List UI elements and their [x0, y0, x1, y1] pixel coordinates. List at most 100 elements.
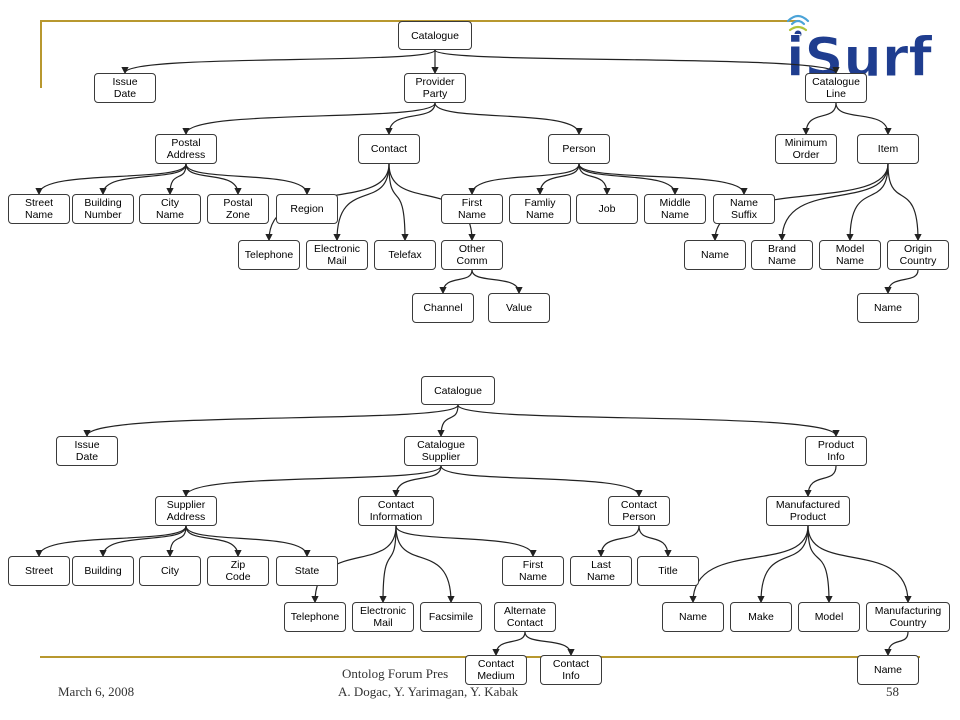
- node-country-name-2: Name: [857, 655, 919, 685]
- node-postal-zone: Postal Zone: [207, 194, 269, 224]
- node-title: Title: [637, 556, 699, 586]
- connector-node-item-to-node-origin-country: [887, 163, 922, 242]
- connector-node-postal-address-to-node-city-name: [166, 163, 187, 196]
- connector-node-person-to-node-middle-name: [578, 163, 679, 196]
- node-city: City: [139, 556, 201, 586]
- node-issue-date: Issue Date: [94, 73, 156, 103]
- node-building: Building: [72, 556, 134, 586]
- node-minimum-order: Minimum Order: [775, 134, 837, 164]
- footer-date: March 6, 2008: [58, 684, 135, 699]
- node-channel: Channel: [412, 293, 474, 323]
- connector-node-catalogue-supplier-to-node-supplier-address: [182, 465, 442, 498]
- connector-node-supplier-address-to-node-state: [185, 525, 311, 558]
- node-value: Value: [488, 293, 550, 323]
- node-last-name: Last Name: [570, 556, 632, 586]
- connector-node-catalogue-to-node-catalogue-line: [434, 49, 840, 75]
- frame-left-line: [40, 20, 42, 88]
- connector-node-other-comm-to-node-channel: [439, 269, 473, 295]
- connector-node-item-to-node-brand-name: [778, 163, 889, 242]
- node-family-name: Famliy Name: [509, 194, 571, 224]
- connector-node-contact-information-to-node-first-name-2: [395, 525, 537, 558]
- node-product-info: Product Info: [805, 436, 867, 466]
- connector-node-contact-information-to-node-electronic-mail-2: [379, 525, 397, 604]
- node-contact-info: Contact Info: [540, 655, 602, 685]
- connector-node-manufactured-product-to-node-manufacturing-country: [807, 525, 912, 604]
- connector-node-contact-person-to-node-title: [638, 525, 672, 558]
- connector-node-person-to-node-job: [578, 163, 611, 196]
- node-contact-person: Contact Person: [608, 496, 670, 526]
- node-street: Street: [8, 556, 70, 586]
- connector-node-contact-to-node-telefax: [388, 163, 409, 242]
- footer-title-line1: Ontolog Forum Pres: [342, 666, 449, 681]
- connector-node-catalogue-2-to-node-product-info: [457, 404, 840, 438]
- node-contact-information: Contact Information: [358, 496, 434, 526]
- node-facsimile: Facsimile: [420, 602, 482, 632]
- node-other-comm: Other Comm: [441, 240, 503, 270]
- connector-node-catalogue-2-to-node-issue-date-2: [83, 404, 459, 438]
- connector-node-postal-address-to-node-postal-zone: [185, 163, 242, 196]
- connector-node-person-to-node-name-suffix: [578, 163, 748, 196]
- node-model-name: Model Name: [819, 240, 881, 270]
- node-telephone: Telephone: [238, 240, 300, 270]
- connector-node-provider-party-to-node-person: [434, 102, 583, 136]
- node-telefax: Telefax: [374, 240, 436, 270]
- connector-node-catalogue-supplier-to-node-contact-person: [440, 465, 643, 498]
- node-catalogue: Catalogue: [398, 21, 472, 50]
- node-supplier-address: Supplier Address: [155, 496, 217, 526]
- node-manufactured-product: Manufactured Product: [766, 496, 850, 526]
- page-number: 58: [886, 684, 899, 699]
- connector-node-manufacturing-country-to-node-country-name-2: [884, 631, 909, 657]
- node-product-name: Name: [662, 602, 724, 632]
- node-alternate-contact: Alternate Contact: [494, 602, 556, 632]
- connector-node-origin-country-to-node-country-name: [884, 269, 919, 295]
- connector-node-contact-information-to-node-facsimile: [395, 525, 455, 604]
- node-catalogue-2: Catalogue: [421, 376, 495, 405]
- node-issue-date-2: Issue Date: [56, 436, 118, 466]
- connector-node-postal-address-to-node-region: [185, 163, 311, 196]
- connector-node-catalogue-line-to-node-minimum-order: [802, 102, 837, 136]
- node-contact-medium: Contact Medium: [465, 655, 527, 685]
- node-country-name: Name: [857, 293, 919, 323]
- node-person: Person: [548, 134, 610, 164]
- connector-node-supplier-address-to-node-street: [35, 525, 187, 558]
- node-brand-name: Brand Name: [751, 240, 813, 270]
- connector-node-postal-address-to-node-street-name: [35, 163, 187, 196]
- connector-node-provider-party-to-node-contact: [385, 102, 436, 136]
- connector-node-contact-person-to-node-last-name: [597, 525, 640, 558]
- connector-node-postal-address-to-node-building-number: [99, 163, 187, 196]
- connector-node-alternate-contact-to-node-contact-medium: [492, 631, 526, 657]
- node-catalogue-line: Catalogue Line: [805, 73, 867, 103]
- connector-node-item-to-node-model-name: [846, 163, 889, 242]
- node-first-name: First Name: [441, 194, 503, 224]
- node-middle-name: Middle Name: [644, 194, 706, 224]
- node-origin-country: Origin Country: [887, 240, 949, 270]
- node-model: Model: [798, 602, 860, 632]
- connector-node-person-to-node-family-name: [536, 163, 580, 196]
- node-item-name: Name: [684, 240, 746, 270]
- node-item: Item: [857, 134, 919, 164]
- connector-node-catalogue-2-to-node-catalogue-supplier: [437, 404, 459, 438]
- footer-title-line2: A. Dogac, Y. Yarimagan, Y. Kabak: [338, 684, 519, 699]
- connector-node-other-comm-to-node-value: [471, 269, 523, 295]
- node-name-suffix: Name Suffix: [713, 194, 775, 224]
- connector-node-catalogue-supplier-to-node-contact-information: [392, 465, 442, 498]
- node-city-name: City Name: [139, 194, 201, 224]
- node-electronic-mail: Electronic Mail: [306, 240, 368, 270]
- connector-node-alternate-contact-to-node-contact-info: [524, 631, 575, 657]
- node-street-name: Street Name: [8, 194, 70, 224]
- node-provider-party: Provider Party: [404, 73, 466, 103]
- connector-node-supplier-address-to-node-zip-code: [185, 525, 242, 558]
- connector-node-product-info-to-node-manufactured-product: [804, 465, 837, 498]
- node-catalogue-supplier: Catalogue Supplier: [404, 436, 478, 466]
- connector-node-supplier-address-to-node-building: [99, 525, 187, 558]
- connector-node-provider-party-to-node-postal-address: [182, 102, 436, 136]
- node-contact: Contact: [358, 134, 420, 164]
- node-building-number: Building Number: [72, 194, 134, 224]
- connector-node-person-to-node-first-name: [468, 163, 580, 196]
- node-postal-address: Postal Address: [155, 134, 217, 164]
- connector-node-catalogue-to-node-issue-date: [121, 49, 436, 75]
- node-first-name-2: First Name: [502, 556, 564, 586]
- connector-node-contact-to-node-electronic-mail: [333, 163, 390, 242]
- node-telephone-2: Telephone: [284, 602, 346, 632]
